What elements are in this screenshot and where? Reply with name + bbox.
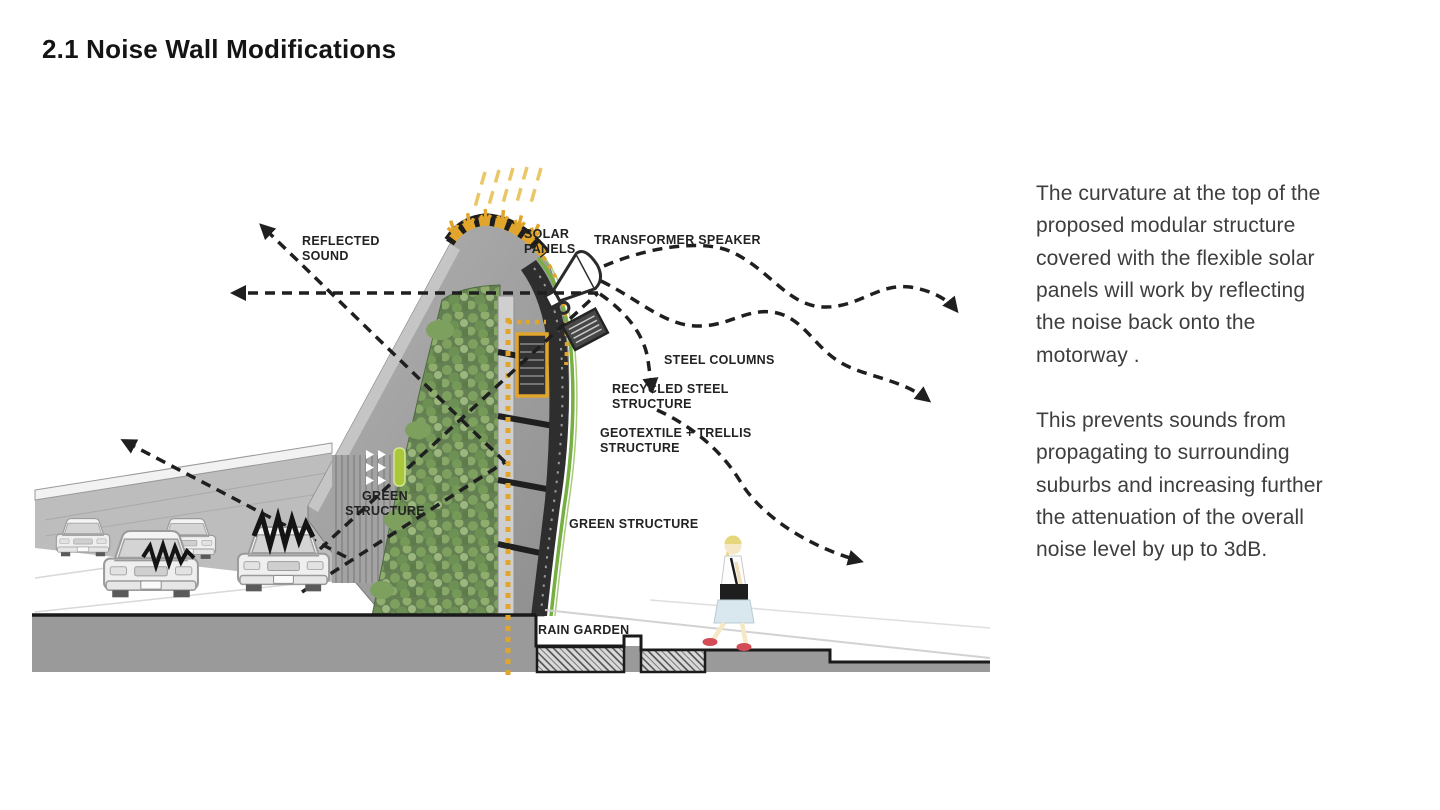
incident-sound-2 [301,460,506,594]
noise-wall-structure [307,213,578,619]
incident-sound-1 [318,291,600,551]
label-transformer-speaker: TRANSFORMER SPEAKER [594,233,761,247]
label-green-structure-path: GREEN STRUCTURE [569,517,699,531]
commentary: The curvature at the top of the proposed… [1036,178,1338,600]
solar-inverter-box [560,307,610,352]
transformer-window [515,332,549,398]
page-title: 2.1 Noise Wall Modifications [42,34,397,64]
recycled-steel-band [521,260,569,616]
solar-arrows-icon [446,208,542,241]
rain-garden-soil-2 [639,648,707,674]
commentary-paragraph-1: The curvature at the top of the proposed… [1036,182,1321,367]
speaker-wave-3 [599,292,659,394]
label-green-structure-wall: GREEN STRUCTURE [345,489,425,518]
reflected-arrow-up-left [259,223,507,464]
speaker-wave-1 [603,243,959,314]
green-structure-icon [366,447,406,487]
label-steel-columns: STEEL COLUMNS [664,353,775,367]
commentary-paragraph-2: This prevents sounds from propagating to… [1036,408,1323,562]
label-rain-garden: RAIN GARDEN [538,623,630,637]
green-wall-vegetation [371,284,501,617]
sun-rays-icon [471,166,543,215]
label-geotextile-trellis: GEOTEXTILE + TRELLIS STRUCTURE [600,426,752,455]
megaphone-icon [543,250,610,352]
rain-garden-soil [535,645,626,674]
speaker-wave-2 [600,279,932,403]
vegetation-edge [370,320,454,599]
label-solar-panels: SOLAR PANELS [524,227,576,256]
yellow-dotted-lines [508,255,569,366]
label-reflected-sound: REFLECTED SOUND [302,234,380,263]
pedestrian-illustration [702,535,755,651]
speaker-wave-4 [656,408,864,566]
label-recycled-steel: RECYCLED STEEL STRUCTURE [612,382,729,411]
zigzag-noise-icon [141,507,316,573]
ground-section [32,599,991,674]
